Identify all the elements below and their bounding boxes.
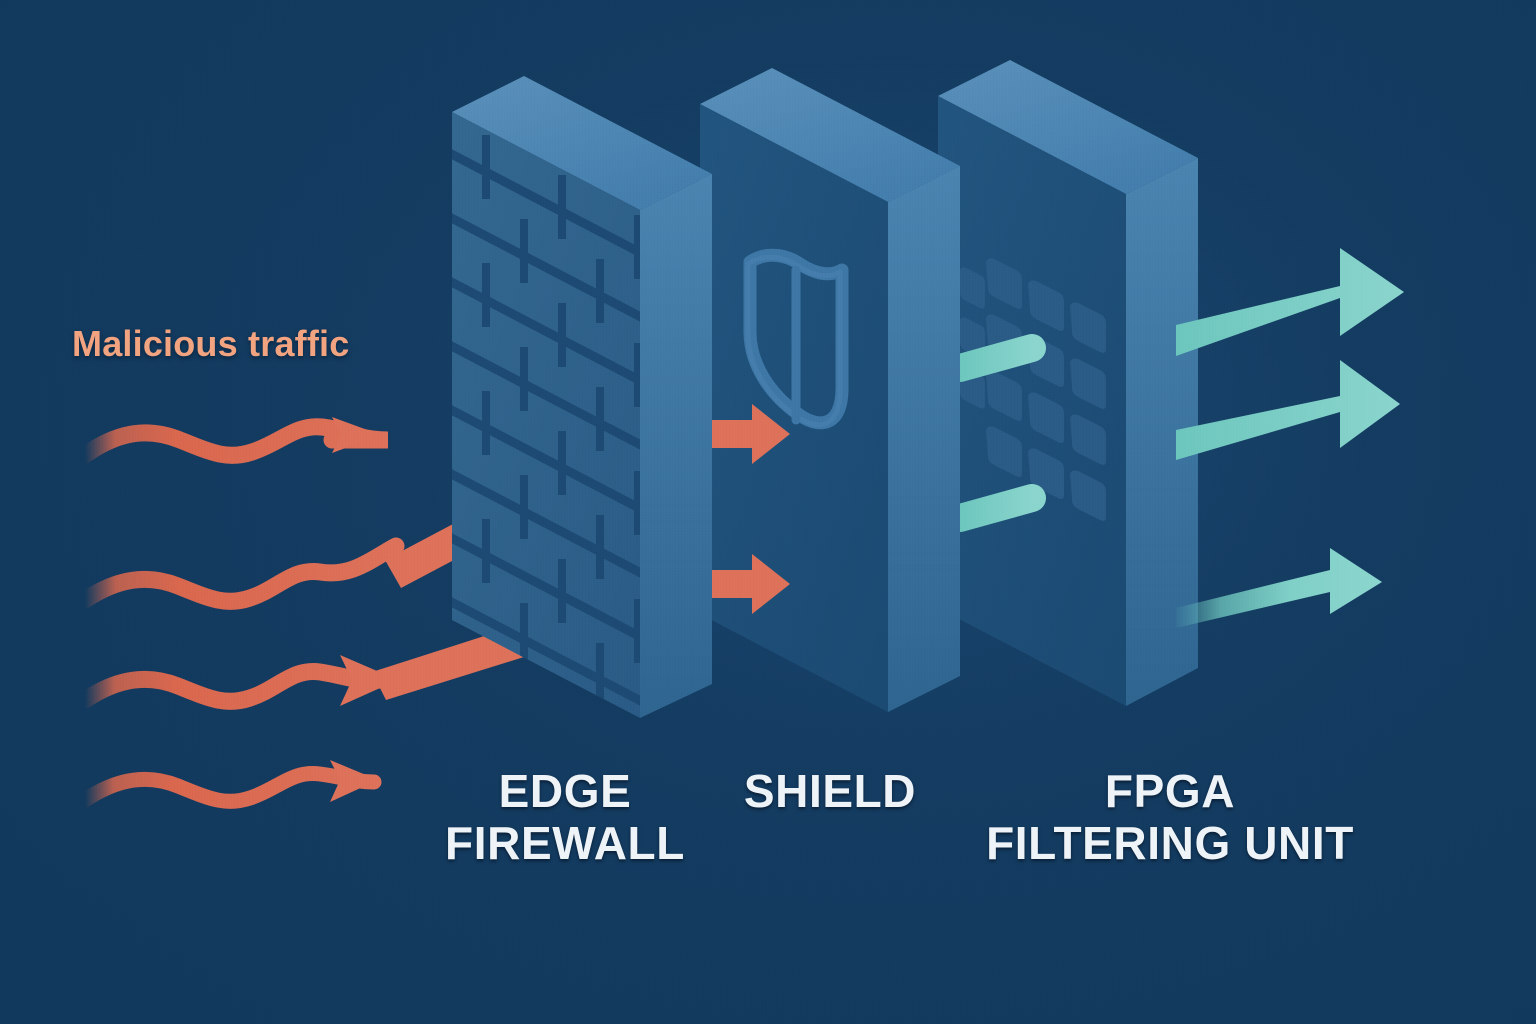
- shield-panel: [700, 68, 960, 712]
- clean-traffic-stub-lower: [946, 484, 1046, 532]
- malicious-wave-arrow-4: [77, 760, 382, 809]
- clean-arrow-1: [1176, 248, 1404, 356]
- chip-grid-icon: [960, 258, 1106, 521]
- shield-icon: [743, 248, 849, 430]
- brick-wall-icon: [452, 135, 640, 715]
- edge-firewall-panel: [452, 76, 712, 718]
- blocked-traffic-arrows: [712, 404, 790, 614]
- clean-arrow-3: [1176, 548, 1382, 628]
- clean-arrow-2: [1176, 360, 1400, 460]
- fpga-filtering-unit-panel: [938, 60, 1198, 706]
- clean-traffic-stub-upper: [946, 334, 1046, 382]
- blocked-arrow-1: [712, 404, 790, 464]
- clean-traffic-flows: [1176, 248, 1404, 628]
- malicious-wave-arrow-1: [76, 417, 389, 464]
- blocked-arrow-2: [712, 554, 790, 614]
